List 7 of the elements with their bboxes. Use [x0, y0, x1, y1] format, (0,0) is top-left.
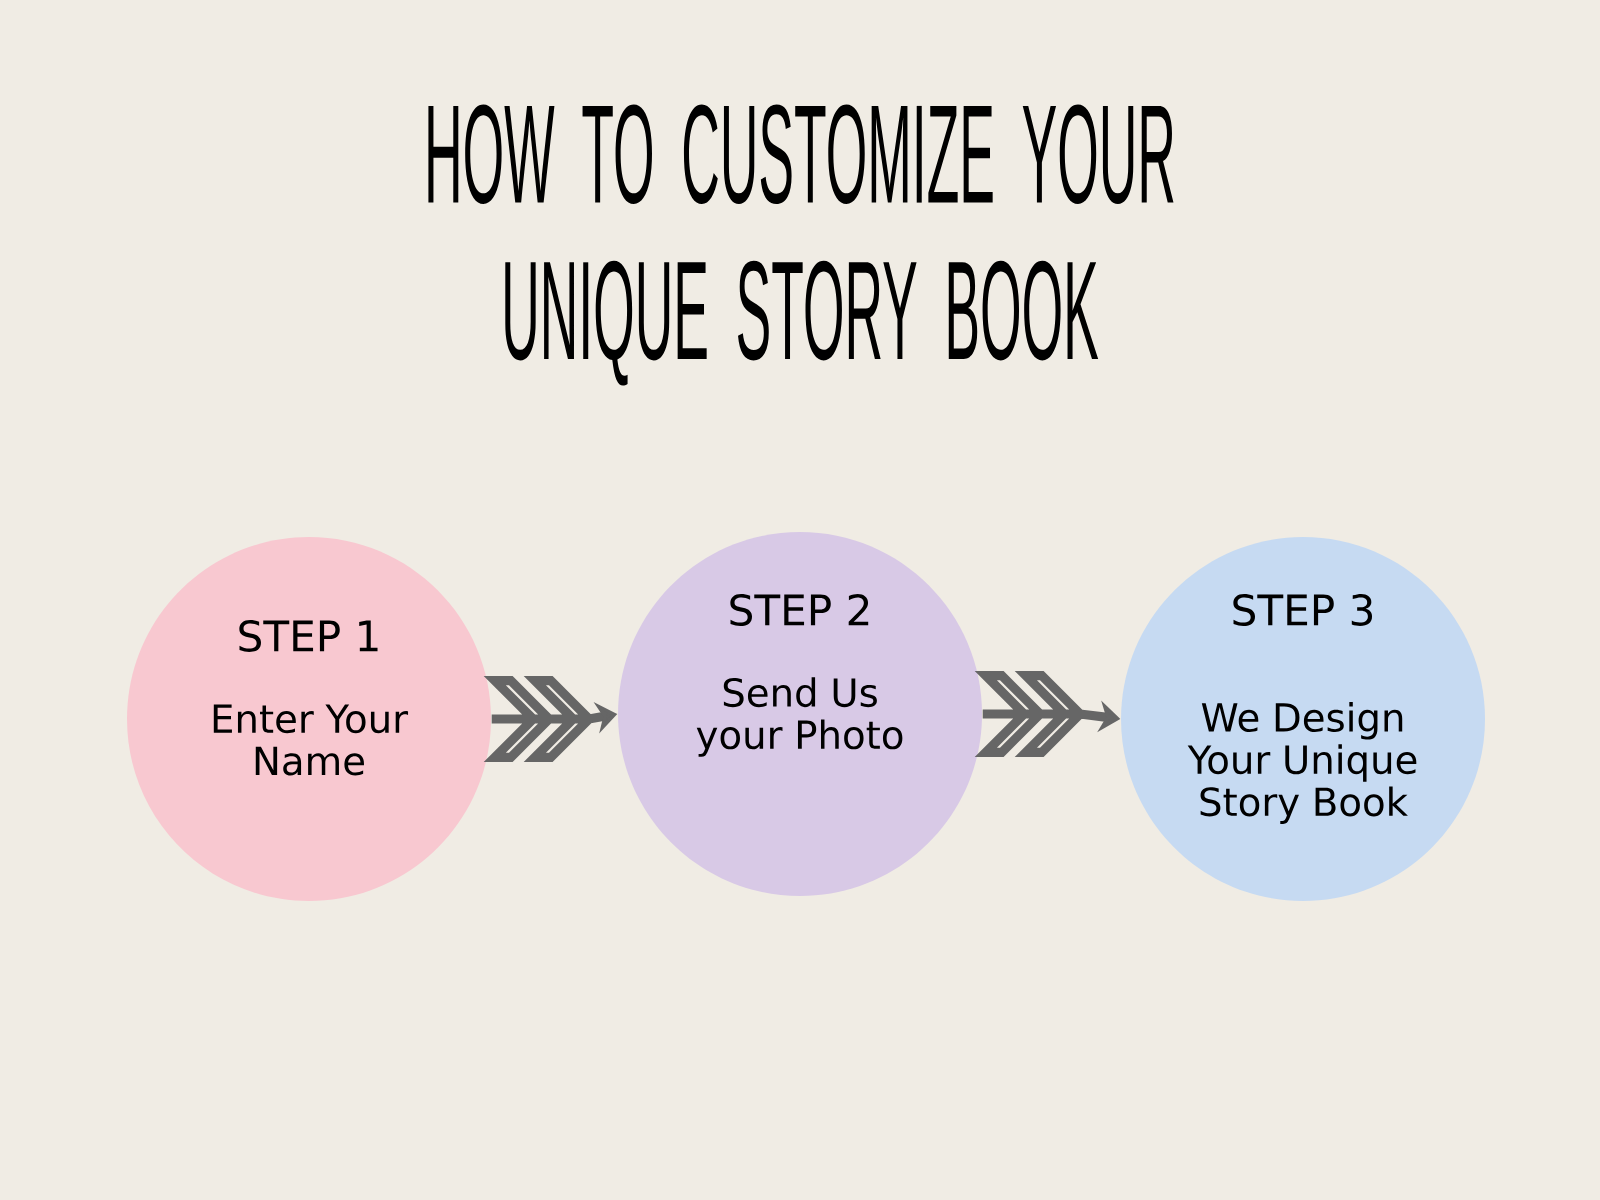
step-heading: STEP 3: [1233, 594, 1373, 626]
step-description: We Design Your Unique Story Book: [1187, 702, 1417, 824]
step-description: Send Us your Photo: [696, 677, 903, 757]
step-heading: STEP 2: [730, 594, 869, 626]
step-heading: STEP 1: [239, 620, 378, 652]
title: HOW TO CUSTOMIZE YOUR UNIQUE STORY BOOK: [428, 104, 1174, 386]
step-description: Enter Your Name: [213, 704, 409, 776]
